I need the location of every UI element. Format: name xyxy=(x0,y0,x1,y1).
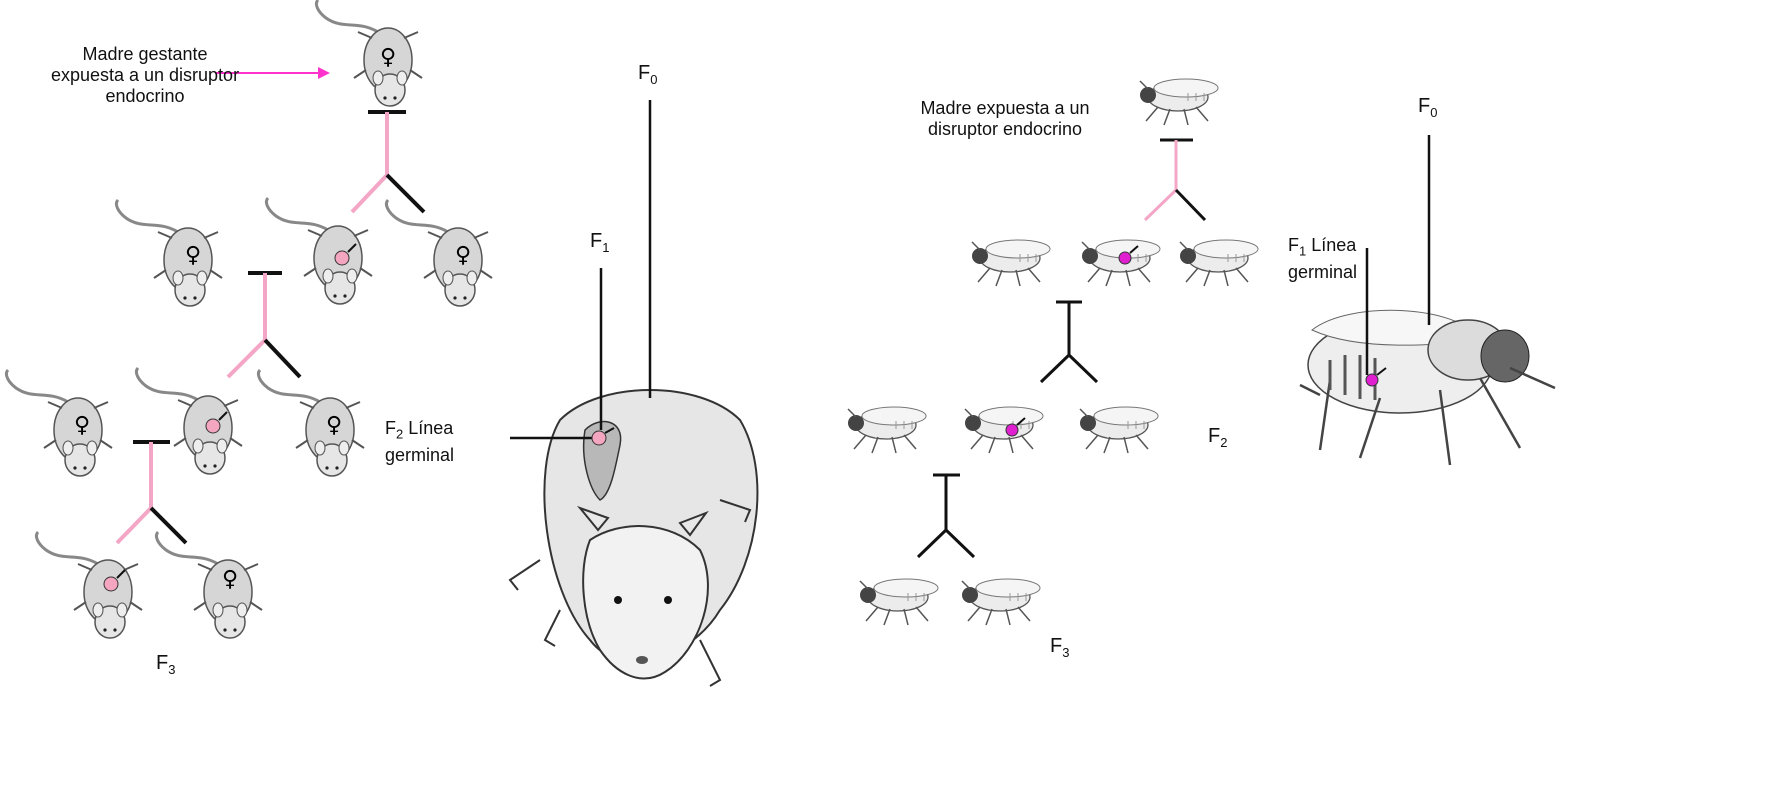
gen-f3-fly: F3 xyxy=(1050,635,1069,660)
germline-dot xyxy=(104,577,118,591)
mouse-f1-a xyxy=(116,200,222,306)
mother-label-mouse: Madre gestante expuesta a un disruptor e… xyxy=(40,44,250,107)
mouse-f2-c xyxy=(258,370,364,476)
fly-f3-a xyxy=(860,579,938,625)
fly-f2-c xyxy=(1080,407,1158,453)
gen-f2-fly: F2 xyxy=(1208,425,1227,450)
fly-f1-c xyxy=(1180,240,1258,286)
gen-f0-fly: F0 xyxy=(1418,95,1437,120)
exposure-arrowhead xyxy=(318,67,330,79)
large-fly-illustration xyxy=(1300,310,1555,465)
germline-dot xyxy=(206,419,220,433)
germline-dot xyxy=(335,251,349,265)
cross-branch-r1a xyxy=(1145,190,1176,220)
pregnant-mouse-illustration xyxy=(510,390,757,686)
fly-f3-b xyxy=(962,579,1040,625)
cross-branch-r3a xyxy=(918,530,946,557)
fly-f0-mother xyxy=(1140,79,1218,125)
gen-f3-mouse: F3 xyxy=(156,652,175,677)
gen-f1-mouse: F1 xyxy=(590,230,609,255)
cross-branch-r3b xyxy=(946,530,974,557)
germline-dot-large-mouse xyxy=(592,431,606,445)
cross-branch-3a xyxy=(117,508,151,543)
cross-branch-r2b xyxy=(1069,355,1097,382)
female-symbol: ♀ xyxy=(185,243,201,268)
mouse-f2-a xyxy=(6,370,112,476)
female-symbol: ♀ xyxy=(455,243,471,268)
mother-label-fly: Madre expuesta a un disruptor endocrino xyxy=(905,98,1105,140)
mouse-f3-a xyxy=(36,532,142,638)
cross-branch-1a xyxy=(352,175,387,212)
fly-f2-a xyxy=(848,407,926,453)
female-symbol: ♀ xyxy=(380,45,396,70)
cross-branch-1b xyxy=(387,175,424,212)
fly-f2-b xyxy=(965,407,1043,453)
germline-dot xyxy=(1006,424,1018,436)
mouse-f1-c xyxy=(386,200,492,306)
fly-f1-a xyxy=(972,240,1050,286)
mouse-f3-b xyxy=(156,532,262,638)
germline-dot-large-fly xyxy=(1366,374,1378,386)
female-symbol: ♀ xyxy=(74,413,90,438)
cross-branch-2b xyxy=(265,340,300,377)
germline-dot xyxy=(1119,252,1131,264)
cross-branch-r1b xyxy=(1176,190,1205,220)
mouse-f1-b xyxy=(266,198,372,304)
female-symbol: ♀ xyxy=(326,413,342,438)
gen-f0-mouse: F0 xyxy=(638,62,657,87)
cross-branch-r2a xyxy=(1041,355,1069,382)
mouse-f0-mother xyxy=(316,0,422,106)
female-symbol: ♀ xyxy=(222,567,238,592)
